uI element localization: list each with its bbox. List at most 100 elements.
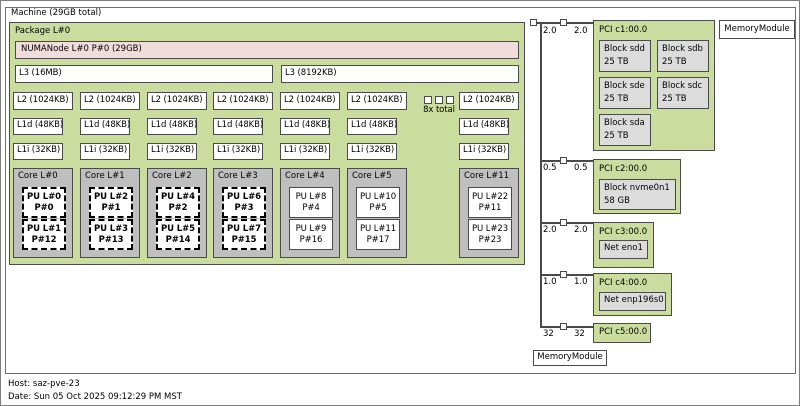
pu-box: PU L#5 P#14: [156, 219, 200, 250]
pu-logical-label: PU L#0: [27, 191, 61, 202]
numanode-box: NUMANode L#0 P#0 (29GB): [15, 41, 519, 59]
l2-cache-box: L2 (1024KB): [213, 92, 273, 110]
core-label: Core L#11: [464, 171, 510, 181]
pci-device-label: PCI c5:00.0: [599, 327, 648, 337]
l1d-cache-box: L1d (48KB): [80, 118, 130, 135]
block-device-box: Block sdc 25 TB: [657, 77, 709, 109]
pu-physical-label: P#13: [98, 234, 124, 245]
link-speed-label: 2.0: [543, 26, 557, 36]
block-device-box: Block nvme0n1 58 GB: [599, 179, 676, 210]
pu-physical-label: P#3: [234, 202, 254, 213]
pu-box: PU L#9 P#16: [289, 219, 333, 250]
pu-box: PU L#22 P#11: [468, 187, 512, 218]
pu-logical-label: PU L#22: [471, 191, 509, 202]
pci-device-box: PCI c3:00.0 Net eno1: [593, 222, 654, 268]
pu-physical-label: P#15: [231, 234, 257, 245]
l1d-cache-box: L1d (48KB): [147, 118, 197, 135]
block-device-size: 25 TB: [662, 93, 687, 104]
machine-label: Machine (29GB total): [11, 8, 102, 18]
pu-physical-label: P#5: [369, 202, 387, 213]
l1i-cache-box: L1i (32KB): [459, 143, 509, 160]
bridge-square-icon: [530, 19, 537, 26]
core-box: Core L#0 PU L#0 P#0 PU L#1 P#12: [13, 168, 73, 258]
core-box: Core L#4 PU L#8 P#4 PU L#9 P#16: [280, 168, 340, 258]
l2-cache-box: L2 (1024KB): [80, 92, 140, 110]
bridge-square-icon: [560, 219, 567, 226]
l2-cache-box: L2 (1024KB): [347, 92, 407, 110]
footer-host: Host: saz-pve-23: [8, 379, 80, 389]
core-box: Core L#11 PU L#22 P#11 PU L#23 P#23: [459, 168, 519, 258]
pci-device-label: PCI c2:00.0: [599, 164, 648, 174]
pu-logical-label: PU L#23: [471, 223, 509, 234]
pu-physical-label: P#0: [34, 202, 54, 213]
link-speed-label: 0.5: [543, 163, 557, 173]
bridge-square-icon: [560, 19, 567, 26]
l2-cache-box: L2 (1024KB): [459, 92, 519, 110]
l2-cache-box: L2 (1024KB): [280, 92, 340, 110]
block-device-size: 58 GB: [604, 195, 630, 206]
link-speed-label: 32: [543, 329, 554, 339]
l1i-cache-box: L1i (32KB): [80, 143, 130, 160]
core-box: Core L#5 PU L#10 P#5 PU L#11 P#17: [347, 168, 407, 258]
block-device-name: Block nvme0n1: [604, 183, 670, 193]
core-box: Core L#3 PU L#6 P#3 PU L#7 P#15: [213, 168, 273, 258]
l2-cache-box: L2 (1024KB): [147, 92, 207, 110]
l1i-cache-box: L1i (32KB): [213, 143, 263, 160]
block-device-box: Block sde 25 TB: [599, 77, 651, 109]
l1d-cache-box: L1d (48KB): [347, 118, 397, 135]
bridge-square-icon: [560, 323, 567, 330]
package-label: Package L#0: [15, 26, 71, 36]
pci-device-label: PCI c4:00.0: [599, 278, 648, 288]
pci-trunk-line: [540, 22, 542, 327]
collapsed-cores-indicator: 8x total: [415, 92, 463, 115]
block-device-size: 25 TB: [604, 130, 629, 141]
net-device-box: Net enp196s0: [599, 292, 666, 311]
block-device-box: Block sdd 25 TB: [599, 40, 651, 72]
block-device-size: 25 TB: [604, 56, 629, 67]
bridge-square-icon: [560, 157, 567, 164]
link-speed-label: 32: [574, 329, 585, 339]
pu-physical-label: P#12: [31, 234, 57, 245]
pu-physical-label: P#11: [478, 202, 502, 213]
l3-cache-box: L3 (8192KB): [281, 65, 519, 83]
pu-box: PU L#8 P#4: [289, 187, 333, 218]
pu-logical-label: PU L#5: [161, 223, 195, 234]
pci-device-box: PCI c2:00.0 Block nvme0n1 58 GB: [593, 159, 681, 214]
l1i-cache-box: L1i (32KB): [347, 143, 397, 160]
l1d-cache-box: L1d (48KB): [13, 118, 63, 135]
bridge-square-icon: [560, 271, 567, 278]
pu-logical-label: PU L#2: [94, 191, 128, 202]
pu-box: PU L#0 P#0: [22, 187, 66, 218]
pu-box: PU L#7 P#15: [222, 219, 266, 250]
net-device-box: Net eno1: [599, 240, 648, 259]
pci-device-label: PCI c1:00.0: [599, 25, 648, 35]
pci-device-box: PCI c5:00.0: [593, 323, 651, 343]
l1i-cache-box: L1i (32KB): [13, 143, 63, 160]
pu-physical-label: P#14: [165, 234, 191, 245]
collapsed-square-icon: [424, 96, 432, 104]
core-label: Core L#5: [352, 171, 392, 181]
collapsed-square-icon: [446, 96, 454, 104]
pu-physical-label: P#17: [366, 234, 390, 245]
pu-physical-label: P#1: [101, 202, 121, 213]
block-device-name: Block sdd: [604, 44, 645, 54]
pu-logical-label: PU L#11: [359, 223, 397, 234]
core-label: Core L#2: [152, 171, 192, 181]
pu-box: PU L#2 P#1: [89, 187, 133, 218]
pu-box: PU L#3 P#13: [89, 219, 133, 250]
pu-box: PU L#6 P#3: [222, 187, 266, 218]
link-speed-label: 2.0: [543, 225, 557, 235]
link-speed-label: 2.0: [574, 26, 588, 36]
memory-module-box: MemoryModule: [719, 20, 795, 39]
block-device-size: 25 TB: [662, 56, 687, 67]
block-device-name: Block sdb: [662, 44, 703, 54]
pu-box: PU L#10 P#5: [356, 187, 400, 218]
l1d-cache-box: L1d (48KB): [459, 118, 509, 135]
core-label: Core L#3: [218, 171, 258, 181]
pu-logical-label: PU L#9: [295, 223, 327, 234]
link-speed-label: 0.5: [574, 163, 588, 173]
core-label: Core L#0: [18, 171, 58, 181]
block-device-name: Block sdc: [662, 81, 703, 91]
block-device-box: Block sda 25 TB: [599, 114, 651, 146]
